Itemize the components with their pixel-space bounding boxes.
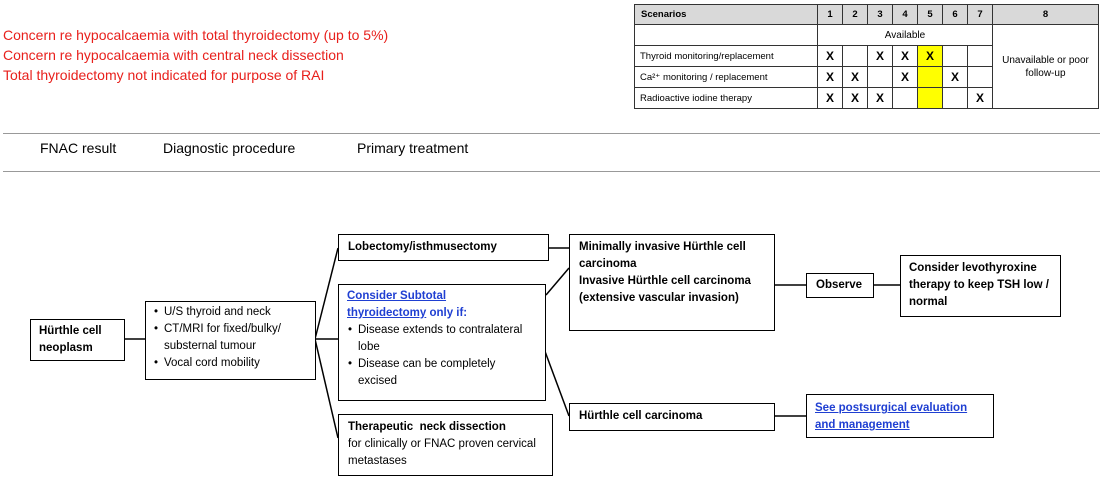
connector-diag-lobectomy [314,247,339,340]
subtotal-item: Disease can be completely excised [347,356,537,390]
diagnostic-item: CT/MRI for fixed/bulky/ substernal tumou… [153,321,308,355]
scenario-col: 7 [967,4,993,25]
mark-cell: X [967,87,993,109]
diagnostic-item: Vocal cord mobility [153,355,308,372]
note-hypocalcaemia-total: Concern re hypocalcaemia with total thyr… [3,27,389,43]
primary-treatment-heading: Primary treatment [357,140,469,156]
scenario-col: 5 [917,4,943,25]
unavailable-label: Unavailable or poor follow-up [992,24,1099,109]
fnac-result-heading: FNAC result [40,140,117,156]
availability-row: Available Unavailable or poor follow-up [634,24,1099,109]
postsurgical-link[interactable]: See postsurgical evaluation and manageme… [815,402,968,431]
diagnostic-item: U/S thyroid and neck [153,304,308,321]
minimally-invasive-text: Minimally invasive Hürthle cell carcinom… [579,241,746,270]
scenario-col: 6 [942,4,968,25]
table-row: Radioactive iodine therapy X X X X [634,87,1099,109]
diagnostic-procedure-box: U/S thyroid and neck CT/MRI for fixed/bu… [145,301,316,380]
connector-subtotal-invasive [545,267,570,296]
lobectomy-box: Lobectomy/isthmusectomy [338,234,549,261]
hurthle-cell-neoplasm-box: Hürthle cell neoplasm [30,319,125,361]
table-row: Ca²⁺ monitoring / replacement X X X X [634,66,1099,88]
postsurgical-box: See postsurgical evaluation and manageme… [806,394,994,438]
header-rule-bottom [3,171,1100,172]
invasive-carcinoma-box: Minimally invasive Hürthle cell carcinom… [569,234,775,331]
start-line-1: Hürthle cell [39,325,102,337]
note-rai: Total thyroidectomy not indicated for pu… [3,67,325,83]
subtotal-thyroidectomy-box: Consider Subtotal thyroidectomy only if:… [338,284,546,401]
neck-dissection-text: for clinically or FNAC proven cervical m… [348,438,536,467]
observe-box: Observe [806,273,874,298]
mark-cell-highlight: X [917,45,943,67]
note-hypocalcaemia-central: Concern re hypocalcaemia with central ne… [3,47,344,63]
scenarios-header-label: Scenarios [634,4,818,25]
diagnostic-procedure-heading: Diagnostic procedure [163,140,296,156]
subtotal-suffix: only if: [426,307,468,319]
invasive-text: Invasive Hürthle cell carcinoma (extensi… [579,275,751,304]
subtotal-link[interactable]: Consider Subtotal [347,290,447,302]
connector-subtotal-carcinoma [542,345,570,417]
neck-dissection-title: Therapeutic neck dissection [348,421,506,433]
header-rule-top [3,133,1100,134]
subtotal-item: Disease extends to contralateral lobe [347,322,537,356]
mark-cell-highlight [917,66,943,88]
levothyroxine-box: Consider levothyroxine therapy to keep T… [900,255,1061,317]
start-line-2: neoplasm [39,342,93,354]
subtotal-link-cont[interactable]: thyroidectomy [347,307,427,319]
hurthle-cell-carcinoma-box: Hürthle cell carcinoma [569,403,775,431]
scenario-col: 3 [867,4,893,25]
scenarios-table: Scenarios 1 2 3 4 5 6 7 8 Available Unav… [634,4,1099,109]
neck-dissection-box: Therapeutic neck dissection for clinical… [338,414,553,476]
row-label: Radioactive iodine therapy [634,87,818,109]
scenario-col: 4 [892,4,918,25]
connector-diag-neck [314,338,339,439]
